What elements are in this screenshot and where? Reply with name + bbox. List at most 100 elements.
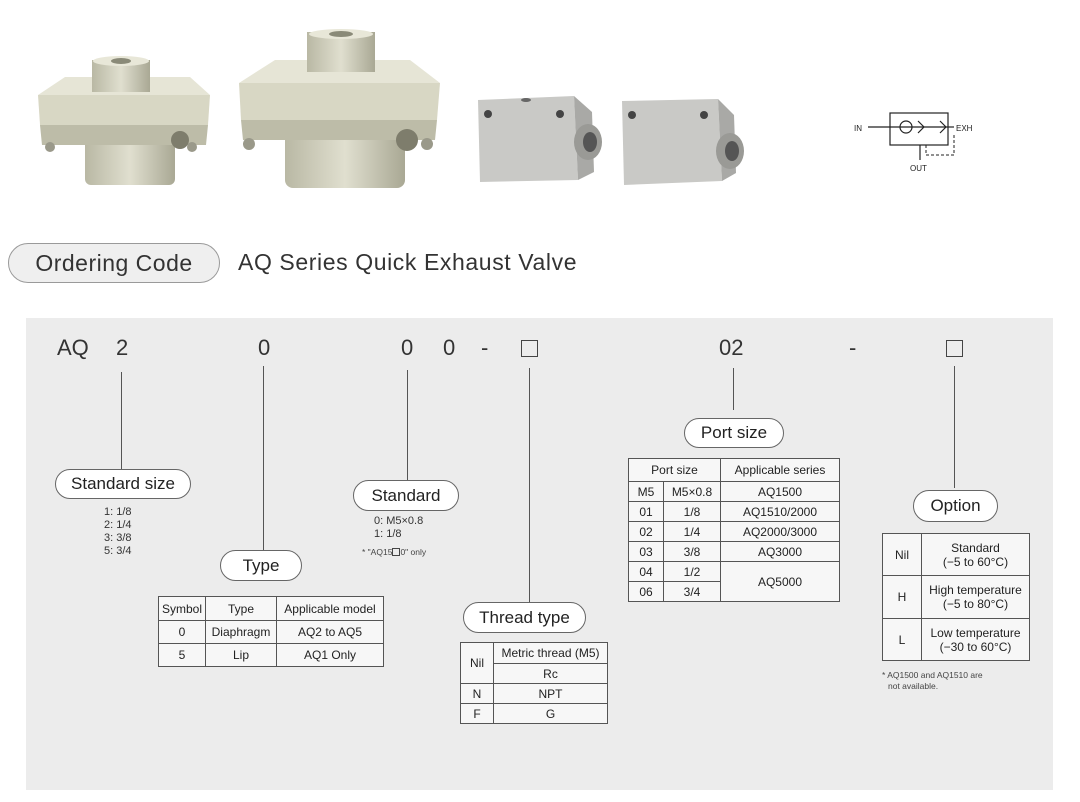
- port-cell: M5×0.8: [663, 481, 721, 502]
- table-row: 0 Diaphragm AQ2 to AQ5: [158, 620, 384, 644]
- option-range: (−5 to 60°C): [942, 554, 1009, 569]
- port-cell: 1/4: [663, 521, 721, 542]
- option-cell: L: [882, 618, 922, 661]
- option-desc: Standard: [951, 540, 1000, 555]
- type-cell: Lip: [205, 643, 277, 667]
- port-cell: AQ1510/2000: [720, 501, 840, 522]
- type-table: Symbol Type Applicable model 0 Diaphragm…: [158, 596, 384, 667]
- standard-size-label: Standard size: [55, 469, 191, 499]
- port-size-table: Port size Applicable series M5 M5×0.8 AQ…: [628, 458, 840, 602]
- table-row: 06 3/4: [628, 581, 840, 602]
- type-cell: AQ1 Only: [276, 643, 384, 667]
- table-row: L Low temperature(−30 to 60°C): [882, 618, 1030, 661]
- standard-note: * "AQ15 0" only: [362, 547, 426, 558]
- standard-item: 0: M5×0.8: [374, 515, 424, 527]
- table-row: 5 Lip AQ1 Only: [158, 643, 384, 667]
- table-row: M5 M5×0.8 AQ1500: [628, 481, 840, 502]
- connector-standard: [407, 370, 408, 480]
- code-standard-2: 0: [443, 335, 456, 360]
- table-row: Nil Standard(−5 to 60°C): [882, 533, 1030, 576]
- port-cell: 3/4: [663, 581, 721, 602]
- standard-size-item: 2: 1/4: [104, 519, 132, 531]
- thread-type-table: Nil Metric thread (M5) Rc N NPT F G: [460, 642, 608, 724]
- connector-option: [954, 366, 955, 488]
- valve-image-large: [239, 29, 440, 188]
- option-cell: Nil: [882, 533, 922, 576]
- port-size-label: Port size: [684, 418, 784, 448]
- code-size: 2: [116, 335, 129, 360]
- standard-note-pre: * "AQ15: [362, 547, 393, 557]
- table-row: 02 1/4 AQ2000/3000: [628, 521, 840, 542]
- standard-label: Standard: [353, 480, 459, 511]
- type-cell: Diaphragm: [205, 620, 277, 644]
- option-label: Option: [913, 490, 998, 522]
- port-cell: 06: [628, 581, 664, 602]
- table-row: 04 1/2 AQ5000: [628, 561, 840, 602]
- standard-size-item: 1: 1/8: [104, 506, 132, 518]
- code-port: 02: [719, 335, 744, 360]
- connector-type: [263, 366, 264, 550]
- type-header-symbol: Symbol: [158, 596, 206, 621]
- option-note: * AQ1500 and AQ1510 are not available.: [882, 670, 983, 692]
- placeholder-box-icon: [392, 548, 401, 556]
- port-cell: 01: [628, 501, 664, 522]
- port-cell: M5: [628, 481, 664, 502]
- thread-cell: F: [460, 703, 494, 724]
- option-table: Nil Standard(−5 to 60°C) H High temperat…: [882, 533, 1030, 661]
- symbol-exh-label: EXH: [956, 124, 973, 133]
- port-cell: AQ3000: [720, 541, 840, 562]
- table-row: N NPT: [460, 683, 608, 704]
- port-header-series: Applicable series: [720, 458, 840, 482]
- standard-note-post: 0" only: [400, 547, 427, 557]
- port-cell: AQ5000: [720, 561, 840, 602]
- valve-block-image-2: [622, 99, 744, 185]
- code-dash-2: -: [849, 335, 857, 360]
- ordering-code-pill: Ordering Code: [8, 243, 220, 283]
- type-label: Type: [220, 550, 302, 581]
- thread-cell: G: [493, 703, 608, 724]
- page-title: AQ Series Quick Exhaust Valve: [238, 249, 578, 275]
- port-header-size: Port size: [628, 458, 721, 482]
- port-cell: 1/8: [663, 501, 721, 522]
- option-desc: Low temperature: [930, 625, 1021, 640]
- option-desc: High temperature: [929, 583, 1022, 597]
- option-note-line: * AQ1500 and AQ1510 are: [882, 670, 983, 680]
- code-prefix: AQ: [57, 335, 89, 360]
- valve-image-small: [38, 56, 210, 185]
- symbol-in-label: IN: [854, 124, 862, 133]
- thread-cell: Metric thread (M5): [493, 642, 608, 664]
- thread-cell: Nil: [460, 642, 494, 684]
- standard-list: 0: M5×0.8 1: 1/8: [374, 515, 423, 541]
- thread-cell: N: [460, 683, 494, 704]
- type-cell: 5: [158, 643, 206, 667]
- port-cell: 3/8: [663, 541, 721, 562]
- code-dash-1: -: [481, 335, 489, 360]
- option-placeholder-box: [946, 340, 963, 362]
- option-range: (−5 to 80°C): [942, 597, 1009, 611]
- code-type: 0: [258, 335, 271, 360]
- standard-item: 1: 1/8: [374, 528, 402, 540]
- standard-size-item: 5: 3/4: [104, 545, 132, 557]
- code-standard: 0: [401, 335, 414, 360]
- port-cell: 04: [628, 561, 664, 582]
- table-row: 01 1/8 AQ1510/2000: [628, 501, 840, 522]
- standard-size-item: 3: 3/8: [104, 532, 132, 544]
- option-note-line: not available.: [888, 681, 939, 691]
- type-cell: 0: [158, 620, 206, 644]
- port-cell: 03: [628, 541, 664, 562]
- connector-port: [733, 368, 734, 410]
- option-range: (−30 to 60°C): [939, 639, 1012, 654]
- port-cell: AQ1500: [720, 481, 840, 502]
- thread-placeholder-box: [521, 340, 538, 362]
- type-header-type: Type: [205, 596, 277, 621]
- connector-thread: [529, 368, 530, 602]
- type-header-model: Applicable model: [276, 596, 384, 621]
- table-row: Nil Metric thread (M5): [460, 642, 608, 684]
- valve-block-image-1: [478, 96, 602, 182]
- type-cell: AQ2 to AQ5: [276, 620, 384, 644]
- port-cell: 02: [628, 521, 664, 542]
- port-cell: 1/2: [663, 561, 721, 582]
- symbol-out-label: OUT: [910, 164, 927, 173]
- table-row: 03 3/8 AQ3000: [628, 541, 840, 562]
- port-cell: AQ2000/3000: [720, 521, 840, 542]
